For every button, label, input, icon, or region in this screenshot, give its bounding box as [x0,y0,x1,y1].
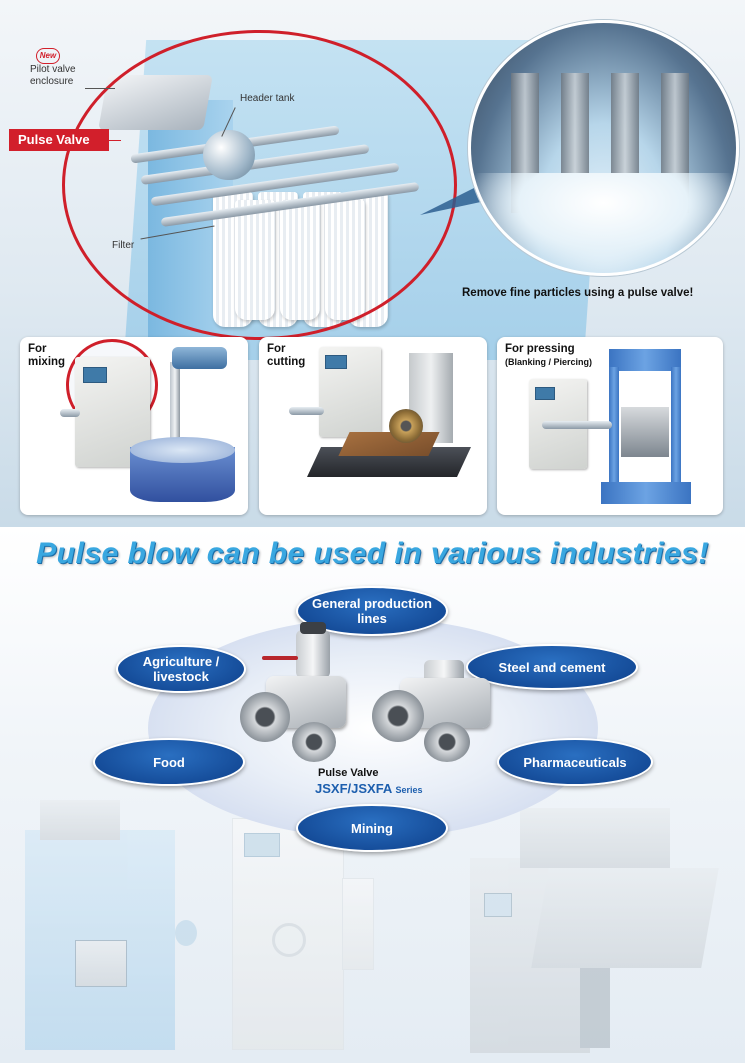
new-badge: New [36,48,60,64]
coil-cap [300,622,326,634]
duct [60,409,80,417]
card-cutting: For cutting [259,337,487,515]
mixer-motor [172,347,227,369]
industry-mining: Mining [296,804,448,852]
valve-port [292,722,336,762]
series-suffix: Series [395,785,423,795]
pulse-valve-large [240,622,350,762]
card-title: For pressing [505,343,575,355]
dust-collector-unit [319,347,381,437]
manifold [520,808,670,868]
zoom-pulse-cleaning [468,20,739,276]
card-subtitle: (Blanking / Piercing) [505,357,593,367]
lead-wire [262,656,298,660]
access-door [75,940,127,987]
control-screen [484,893,512,917]
leader-line [109,140,121,141]
industry-agriculture: Agriculture / livestock [116,645,246,693]
press-pillar [671,367,681,487]
card-title: For cutting [267,343,306,368]
cutting-blade [389,409,423,443]
product-series: JSXF/JSXFA Series [315,781,422,796]
control-panel [83,367,107,383]
pilot-valve-label: Pilot valve enclosure [30,64,76,87]
pulse-valve-tag: Pulse Valve [9,129,109,151]
outlet-leg [580,968,610,1048]
card-title: For mixing [28,343,66,368]
series-code: JSXF/JSXFA [315,781,392,796]
valve-port [424,722,470,762]
press-base [601,482,691,504]
press-die [621,407,669,457]
product-name: Pulse Valve [318,767,379,779]
industry-food: Food [93,738,245,786]
duct [289,407,324,415]
card-mixing: For mixing [20,337,248,515]
solenoid-coil [296,630,330,678]
hopper [531,868,719,968]
press-crown [609,349,681,371]
header-tank-label: Header tank [240,93,295,104]
filter-label: Filter [112,240,135,251]
industry-pharmaceuticals: Pharmaceuticals [497,738,653,786]
detail-highlight-ring [62,30,457,340]
collector-top [40,800,120,840]
mixer-shaft [170,362,180,462]
valve-port [240,692,290,742]
control-panel [535,387,555,400]
control-screen [244,833,280,857]
leader-line [85,88,115,89]
side-panel [342,878,374,970]
dust-mist [471,173,736,273]
faded-collector-right [470,798,720,1058]
headline: Pulse blow can be used in various indust… [36,537,709,570]
industry-steel-cement: Steel and cement [466,644,638,690]
dust-collector-illustration: New Pilot valve enclosure Pulse Valve He… [0,0,745,527]
faded-collector-left [25,800,197,1055]
inlet-port [272,923,306,957]
valve-port [372,690,424,742]
duct [542,421,612,429]
inlet-port [175,920,197,946]
control-panel [325,355,347,369]
pulse-valve-small [372,660,497,765]
press-pillar [609,367,619,487]
remove-particles-caption: Remove fine particles using a pulse valv… [462,287,694,299]
faded-collector-center [232,808,374,1056]
vat-opening [130,437,235,463]
card-pressing: For pressing (Blanking / Piercing) [497,337,723,515]
workpiece [338,432,440,456]
